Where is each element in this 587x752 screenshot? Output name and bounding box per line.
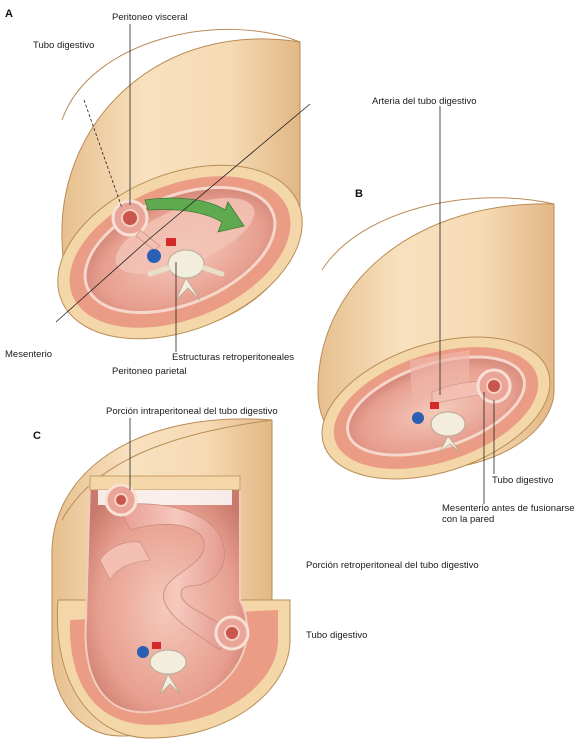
label-tubo-digestivo-c: Tubo digestivo [306, 630, 368, 641]
leader-peritoneo-parietal [147, 103, 311, 241]
label-mesenterio-antes: Mesenterio antes de fusionarse con la pa… [442, 503, 575, 525]
label-tubo-digestivo-b: Tubo digestivo [492, 475, 554, 486]
label-estructuras-retroperitoneales: Estructuras retroperitoneales [172, 352, 294, 363]
vertebra-b [430, 411, 466, 437]
label-arteria-tubo: Arteria del tubo digestivo [372, 96, 477, 107]
vein-c [137, 646, 149, 658]
label-porcion-retroperitoneal: Porción retroperitoneal del tubo digesti… [306, 560, 479, 571]
label-tubo-digestivo-a: Tubo digestivo [33, 40, 95, 51]
label-porcion-intraperitoneal: Porción intraperitoneal del tubo digesti… [106, 406, 278, 417]
vein-b [412, 412, 424, 424]
figure-c [51, 418, 291, 739]
leader-mesenterio [55, 239, 149, 323]
figure-a [55, 24, 311, 352]
artery-c [152, 642, 161, 649]
artery-b [430, 402, 439, 409]
artery-a [166, 238, 176, 246]
label-mesenterio: Mesenterio [5, 349, 52, 360]
panel-label-c: C [33, 430, 41, 442]
label-peritoneo-parietal: Peritoneo parietal [112, 366, 187, 377]
vein-a [147, 249, 161, 263]
leader-tubo-digestivo-a [83, 99, 123, 209]
vertebra-c [149, 649, 187, 675]
figure-b [317, 106, 555, 504]
panel-label-b: B [355, 188, 363, 200]
label-peritoneo-visceral: Peritoneo visceral [112, 12, 188, 23]
rotation-arrow [144, 197, 245, 233]
panel-label-a: A [5, 8, 13, 20]
vertebra-a [167, 249, 205, 279]
